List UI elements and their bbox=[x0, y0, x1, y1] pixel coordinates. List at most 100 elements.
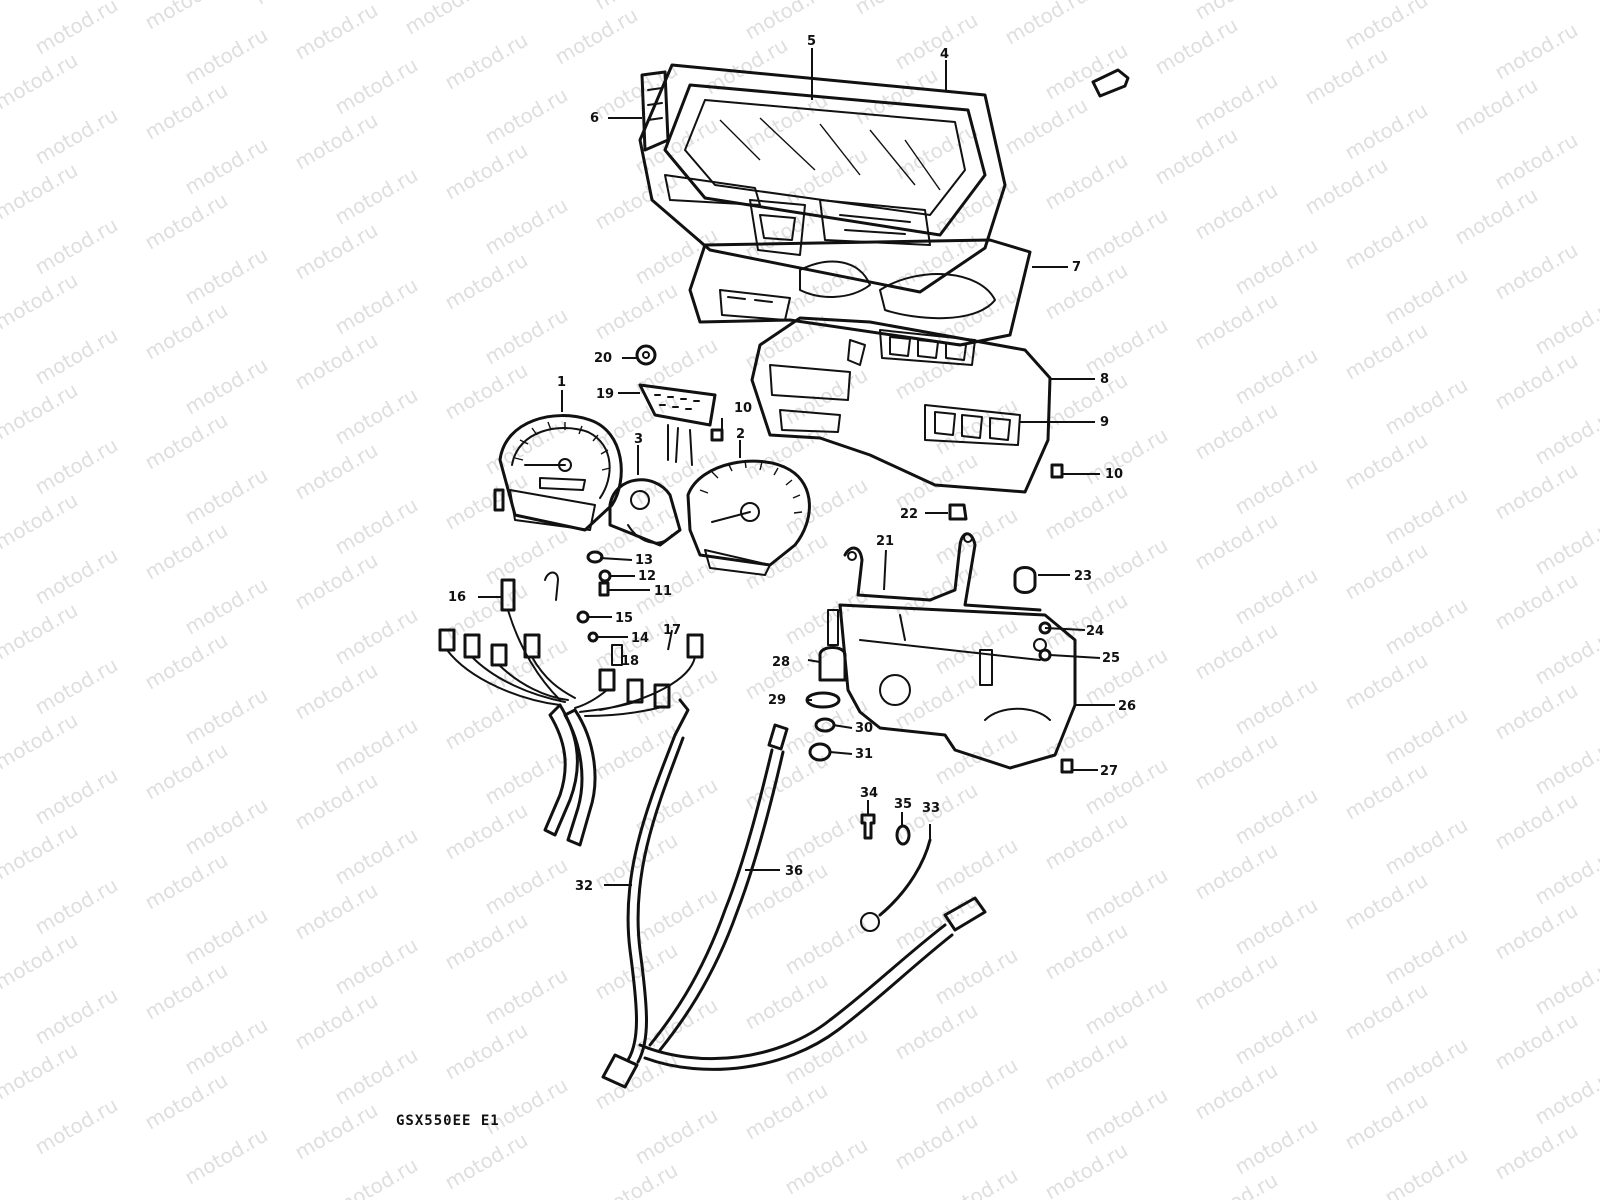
watermark-text: motod.ru bbox=[931, 1163, 1022, 1200]
watermark-text: motod.ru bbox=[1341, 0, 1432, 54]
grommet-part-20 bbox=[635, 344, 657, 366]
watermark-text: motod.ru bbox=[331, 163, 422, 230]
watermark-text: motod.ru bbox=[931, 1053, 1022, 1120]
watermark-text: motod.ru bbox=[631, 1103, 722, 1170]
callout-27: 27 bbox=[1100, 764, 1118, 779]
stud-part-28 bbox=[818, 609, 847, 682]
watermark-text: motod.ru bbox=[251, 0, 342, 9]
watermark-text: motod.ru bbox=[1451, 183, 1542, 250]
watermark-text: motod.ru bbox=[1231, 673, 1322, 740]
watermark-text: motod.ru bbox=[1341, 98, 1432, 165]
lead-wire-part-33 bbox=[860, 838, 932, 932]
callout-23: 23 bbox=[1074, 569, 1092, 584]
watermark-text: motod.ru bbox=[141, 848, 232, 915]
callout-34: 34 bbox=[860, 786, 878, 801]
watermark-text: motod.ru bbox=[1191, 178, 1282, 245]
watermark-text: motod.ru bbox=[1491, 128, 1582, 195]
meter-upper-case bbox=[638, 63, 1007, 294]
watermark-text: motod.ru bbox=[441, 688, 532, 755]
watermark-text: motod.ru bbox=[1341, 978, 1432, 1045]
watermark-text: motod.ru bbox=[291, 0, 382, 64]
washer-part-13 bbox=[586, 550, 604, 564]
callout-6: 6 bbox=[590, 111, 599, 126]
watermark-text: motod.ru bbox=[891, 1108, 982, 1175]
watermark-text: motod.ru bbox=[891, 338, 982, 405]
watermark-text: motod.ru bbox=[1231, 453, 1322, 520]
watermark-text: motod.ru bbox=[331, 493, 422, 560]
watermark-text: motod.ru bbox=[1151, 13, 1242, 80]
tacho-cable-part-32 bbox=[601, 698, 690, 1089]
watermark-text: motod.ru bbox=[31, 763, 122, 830]
watermark-text: motod.ru bbox=[1231, 1113, 1322, 1180]
watermark-text: motod.ru bbox=[1041, 368, 1132, 435]
watermark-text: motod.ru bbox=[1231, 343, 1322, 410]
callout-10-b: 10 bbox=[1105, 467, 1123, 482]
watermark-text: motod.ru bbox=[291, 218, 382, 285]
watermark-text: motod.ru bbox=[31, 323, 122, 390]
watermark-text: motod.ru bbox=[181, 573, 272, 640]
watermark-text: motod.ru bbox=[1381, 1143, 1472, 1200]
watermark-text: motod.ru bbox=[1491, 568, 1582, 635]
watermark-text: motod.ru bbox=[591, 278, 682, 345]
watermark-text: motod.ru bbox=[141, 738, 232, 805]
speedometer-part-2 bbox=[686, 459, 811, 576]
watermark-text: motod.ru bbox=[1081, 1083, 1172, 1150]
watermark-text: motod.ru bbox=[1381, 263, 1472, 330]
watermark-text: motod.ru bbox=[441, 248, 532, 315]
watermark-text: motod.ru bbox=[741, 968, 832, 1035]
watermark-text: motod.ru bbox=[1491, 238, 1582, 305]
callout-2: 2 bbox=[736, 427, 745, 442]
watermark-text: motod.ru bbox=[1191, 68, 1282, 135]
callout-18: 18 bbox=[621, 654, 639, 669]
watermark-text: motod.ru bbox=[1341, 1088, 1432, 1155]
watermark-text: motod.ru bbox=[0, 0, 82, 4]
watermark-text: motod.ru bbox=[181, 243, 272, 310]
watermark-text: motod.ru bbox=[1341, 318, 1432, 385]
watermark-text: motod.ru bbox=[141, 958, 232, 1025]
callout-29: 29 bbox=[768, 693, 786, 708]
watermark-text: motod.ru bbox=[141, 1068, 232, 1135]
indicator-board-part-19 bbox=[638, 383, 717, 466]
callout-14: 14 bbox=[631, 631, 649, 646]
watermark-text: motod.ru bbox=[441, 1128, 532, 1195]
watermark-text: motod.ru bbox=[1081, 973, 1172, 1040]
watermark-text: motod.ru bbox=[931, 833, 1022, 900]
watermark-text: motod.ru bbox=[1341, 758, 1432, 825]
watermark-text: motod.ru bbox=[631, 223, 722, 290]
watermark-text: motod.ru bbox=[1191, 508, 1282, 575]
watermark-text: motod.ru bbox=[631, 883, 722, 950]
watermark-text: motod.ru bbox=[931, 613, 1022, 680]
watermark-text: motod.ru bbox=[781, 803, 872, 870]
watermark-text: motod.ru bbox=[1231, 233, 1322, 300]
watermark-text: motod.ru bbox=[31, 213, 122, 280]
watermark-text: motod.ru bbox=[1491, 788, 1582, 855]
watermark-text: motod.ru bbox=[31, 1093, 122, 1160]
watermark-text: motod.ru bbox=[1341, 208, 1432, 275]
callout-12: 12 bbox=[638, 569, 656, 584]
watermark-text: motod.ru bbox=[291, 658, 382, 725]
stud-part-28b bbox=[979, 649, 993, 686]
callout-11: 11 bbox=[654, 584, 672, 599]
watermark-text: motod.ru bbox=[1231, 563, 1322, 630]
watermark-text: motod.ru bbox=[181, 1013, 272, 1080]
callout-24: 24 bbox=[1086, 624, 1104, 639]
watermark-text: motod.ru bbox=[1491, 458, 1582, 525]
watermark-text: motod.ru bbox=[291, 1098, 382, 1165]
watermark-text: motod.ru bbox=[141, 188, 232, 255]
screw-part-10-a bbox=[710, 428, 724, 442]
watermark-text: motod.ru bbox=[181, 353, 272, 420]
watermark-text: motod.ru bbox=[781, 1133, 872, 1200]
watermark-text: motod.ru bbox=[331, 603, 422, 670]
watermark-text: motod.ru bbox=[291, 438, 382, 505]
watermark-text: motod.ru bbox=[331, 383, 422, 450]
callout-28: 28 bbox=[772, 655, 790, 670]
watermark-text: motod.ru bbox=[591, 1048, 682, 1115]
watermark-text: motod.ru bbox=[591, 168, 682, 235]
callout-22: 22 bbox=[900, 507, 918, 522]
watermark-text: motod.ru bbox=[1491, 898, 1582, 965]
watermark-text: motod.ru bbox=[181, 463, 272, 530]
watermark-text: motod.ru bbox=[1081, 423, 1172, 490]
watermark-text: motod.ru bbox=[31, 0, 122, 59]
nut-part-14 bbox=[587, 631, 599, 643]
watermark-text: motod.ru bbox=[481, 83, 572, 150]
